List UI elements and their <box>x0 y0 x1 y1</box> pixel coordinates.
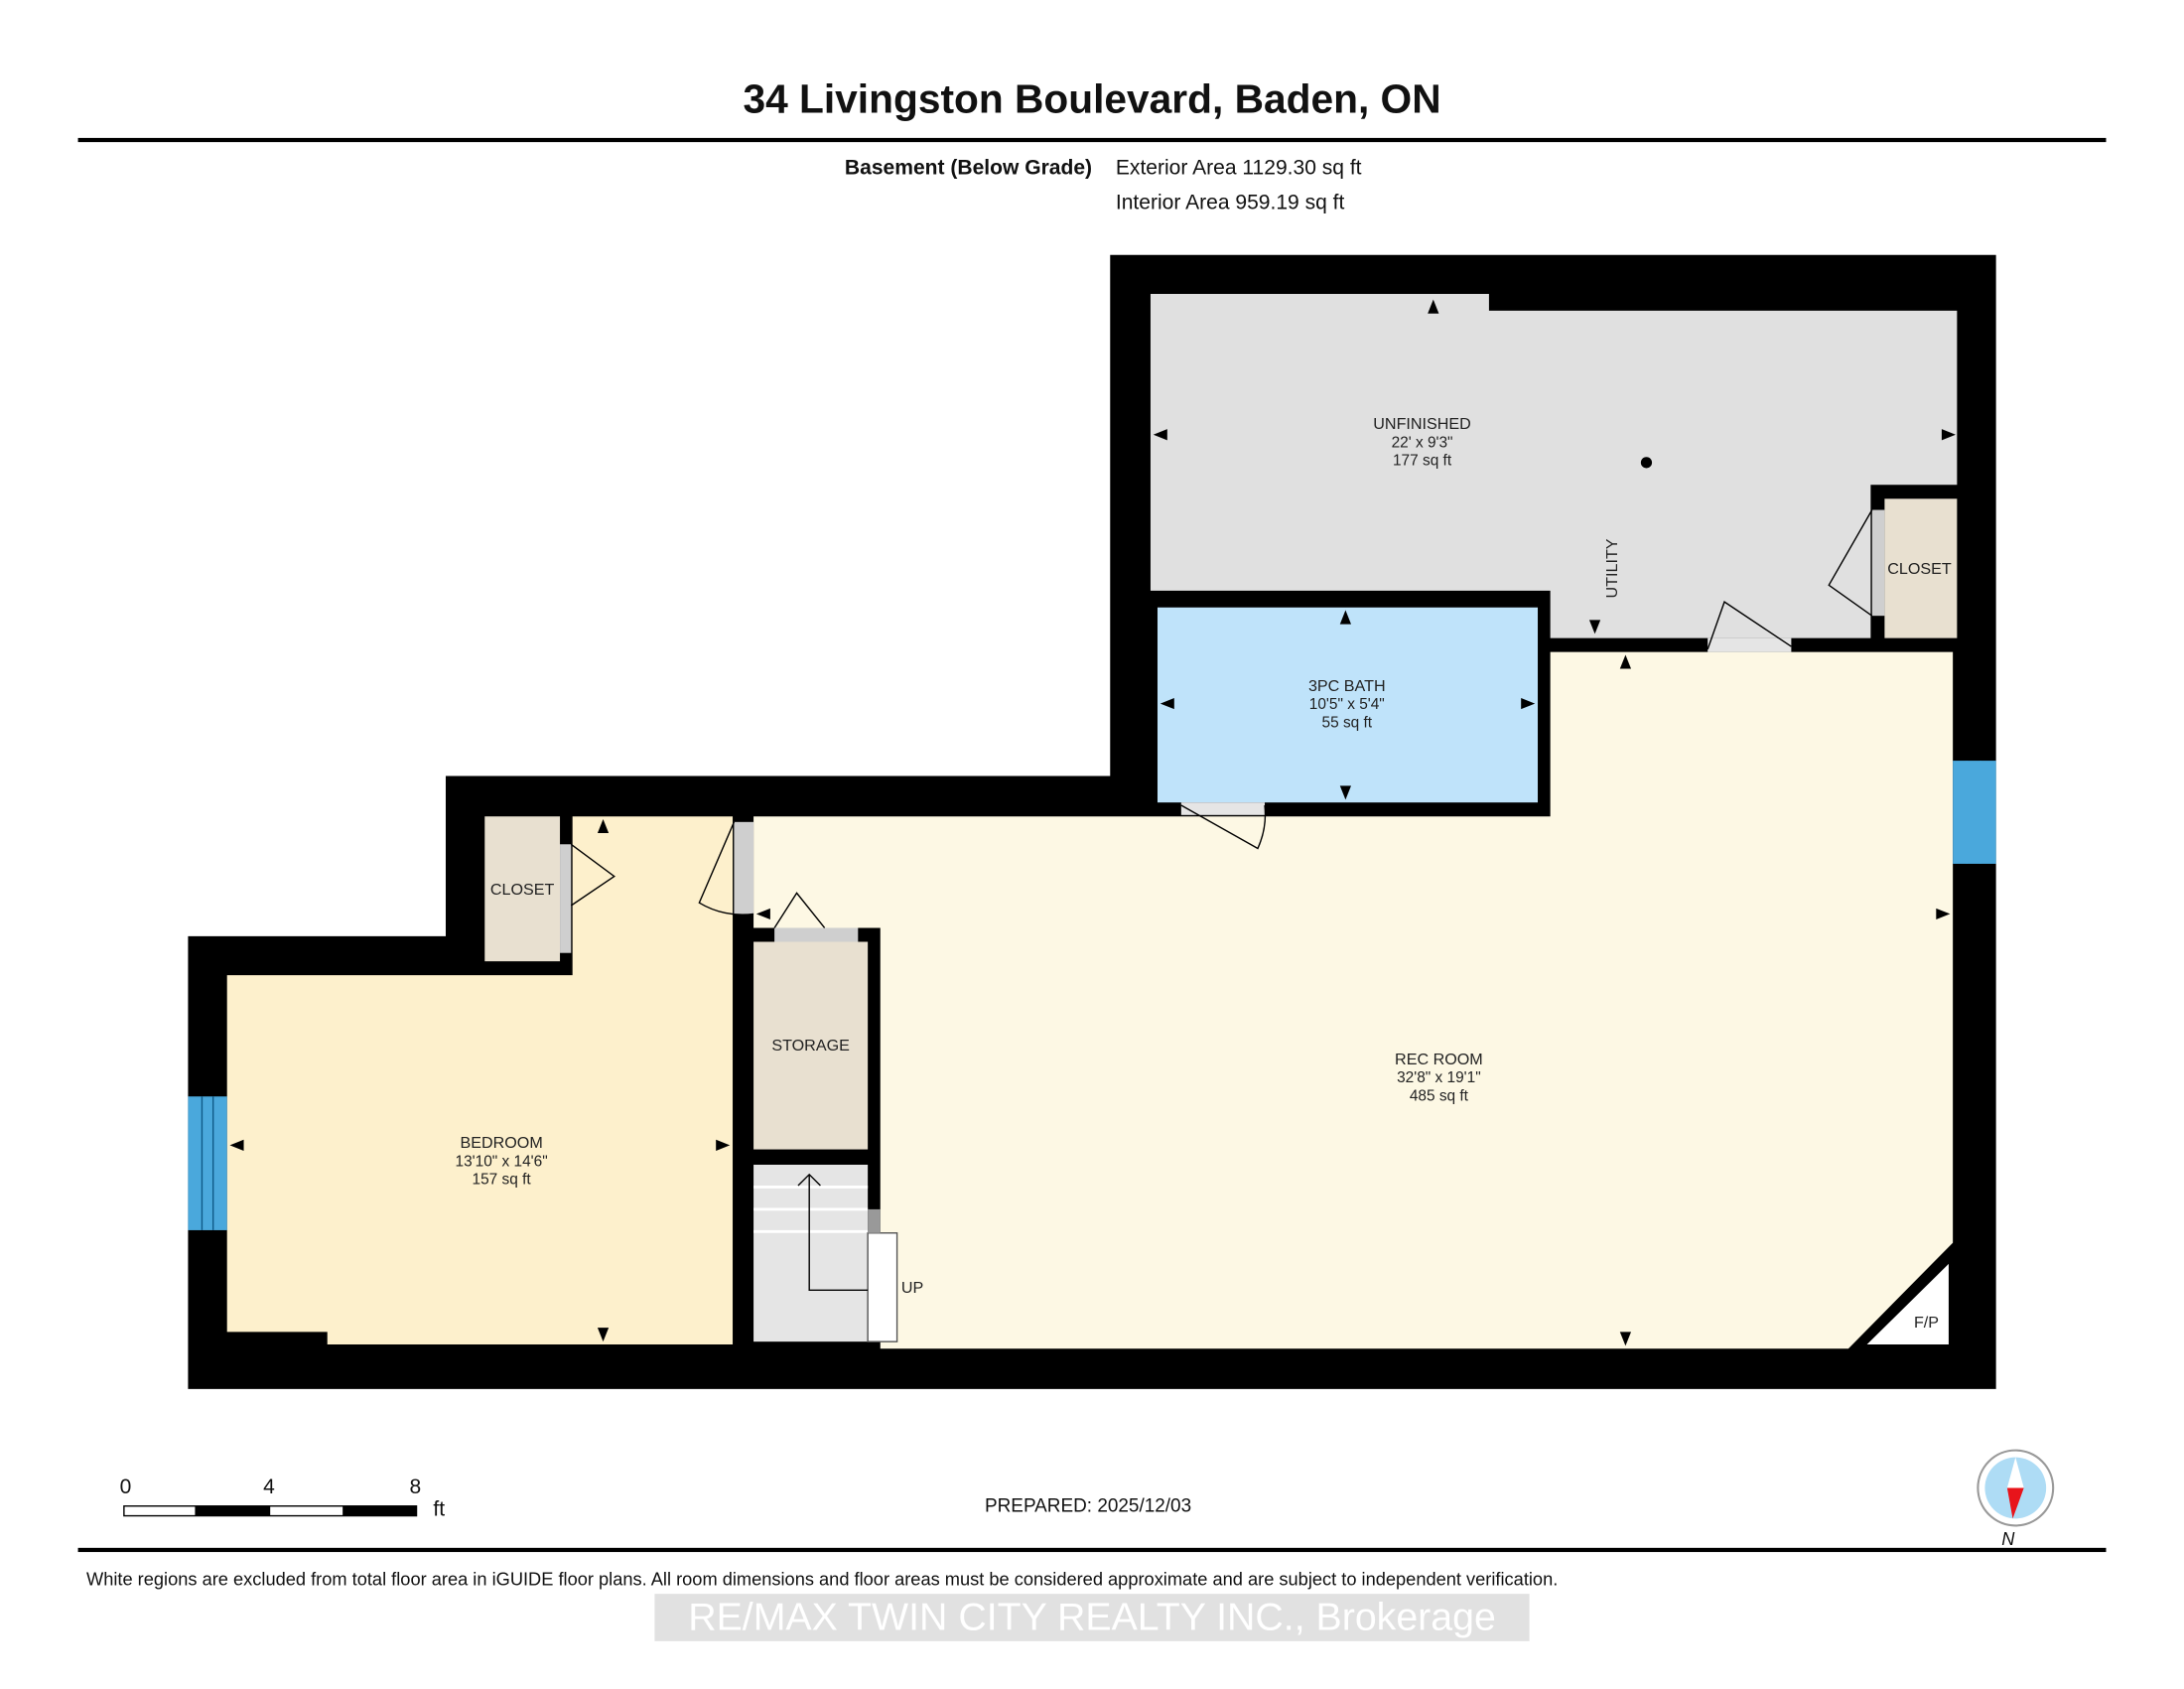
page-title: 34 Livingston Boulevard, Baden, ON <box>743 77 1441 123</box>
window-bedroom <box>188 1096 227 1230</box>
header-divider <box>77 137 2107 143</box>
closet-door-jamb <box>1871 509 1885 617</box>
room-storage <box>753 941 869 1150</box>
level-name: Basement (Below Grade) <box>844 156 1093 180</box>
room-area-rec-room: 485 sq ft <box>1410 1087 1469 1104</box>
room-dims-bath: 10'5" x 5'4" <box>1309 696 1385 713</box>
utility-point <box>1640 457 1653 469</box>
exterior-area: Exterior Area 1129.30 sq ft <box>1115 156 1362 180</box>
room-area-bedroom: 157 sq ft <box>473 1172 532 1189</box>
interior-area: Interior Area 959.19 sq ft <box>1115 191 1345 215</box>
scale-tick-0: 0 <box>119 1475 132 1499</box>
room-closet-utility <box>1884 498 1958 638</box>
scale-tick-8: 8 <box>409 1475 422 1499</box>
brokerage-watermark: RE/MAX TWIN CITY REALTY INC., Brokerage <box>654 1594 1530 1641</box>
room-dims-rec-room: 32'8" x 19'1" <box>1397 1069 1481 1086</box>
compass-label: N <box>2001 1528 2015 1550</box>
stair-treads <box>753 1186 869 1233</box>
room-dims-bedroom: 13'10" x 14'6" <box>456 1153 548 1170</box>
room-bedroom <box>226 816 734 1344</box>
dimension-arrows <box>229 299 1956 1346</box>
room-area-bath: 55 sq ft <box>1322 714 1373 731</box>
room-closet-bedroom <box>484 816 561 962</box>
room-label-unfinished: UNFINISHED <box>1373 415 1471 433</box>
room-label-closet-utility: CLOSET <box>1887 560 1952 578</box>
stair-arrow <box>808 1174 869 1291</box>
fireplace <box>1846 1243 1958 1353</box>
room-area-unfinished: 177 sq ft <box>1393 453 1452 470</box>
room-label-rec-room: REC ROOM <box>1395 1051 1483 1068</box>
stair-arrow-head <box>797 1173 821 1187</box>
scale-tick-4: 4 <box>263 1475 275 1499</box>
room-dims-unfinished: 22' x 9'3" <box>1392 434 1453 451</box>
room-label-closet-bedroom: CLOSET <box>490 881 555 899</box>
room-bath <box>1157 607 1539 803</box>
fireplace-label: F/P <box>1914 1314 1939 1332</box>
disclaimer-text: White regions are excluded from total fl… <box>85 1568 1559 1590</box>
door-bath-jamb <box>1180 802 1266 815</box>
room-label-storage: STORAGE <box>771 1037 850 1055</box>
door-utility-jamb <box>1707 637 1792 652</box>
storage-door-jamb <box>774 927 859 942</box>
door-swings <box>570 509 1873 928</box>
stair-rail <box>868 1208 881 1233</box>
window-rec-room <box>1953 761 1996 864</box>
door-bedroom-jamb <box>734 821 754 915</box>
compass-icon <box>1977 1449 2055 1527</box>
scale-bar <box>123 1505 418 1517</box>
room-label-bedroom: BEDROOM <box>460 1134 542 1152</box>
stairs <box>753 1164 869 1342</box>
room-unfinished <box>1150 294 1958 638</box>
closet-door-jamb <box>560 844 572 953</box>
room-rec-room <box>753 651 1954 1349</box>
footer-divider <box>77 1547 2107 1553</box>
stairs-up-label: UP <box>901 1279 923 1297</box>
prepared-date: PREPARED: 2025/12/03 <box>984 1494 1192 1516</box>
room-label-bath: 3PC BATH <box>1308 677 1386 695</box>
stair-landing <box>867 1232 898 1342</box>
room-label-utility: UTILITY <box>1603 538 1621 598</box>
scale-unit: ft <box>433 1497 446 1522</box>
